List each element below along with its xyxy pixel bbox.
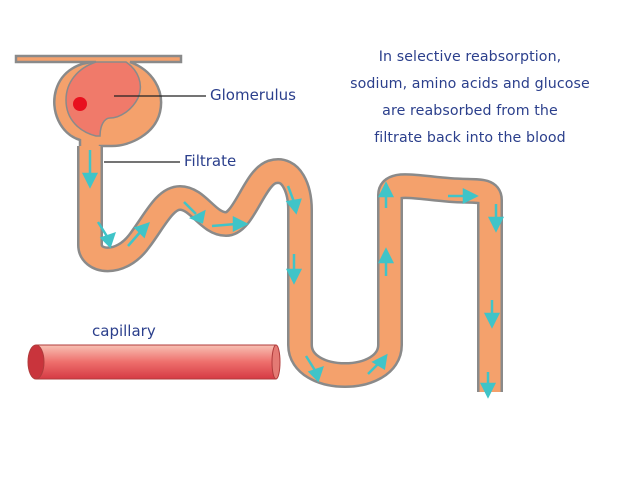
caption-line-1: In selective reabsorption, — [378, 49, 562, 65]
arrow-5 — [211, 215, 249, 233]
arrow-3 — [127, 222, 150, 247]
red-dot — [73, 97, 87, 111]
arrow-1 — [81, 150, 99, 189]
arrow-8 — [304, 355, 324, 383]
bowmans-capsule — [14, 54, 183, 160]
capillary — [27, 344, 281, 380]
glomerulus-knot — [65, 61, 142, 137]
filtrate-label: Filtrate — [184, 152, 237, 170]
caption-line-2: sodium, amino acids and glucose — [350, 76, 590, 92]
arrow-4 — [183, 201, 206, 224]
arrow-12 — [448, 187, 479, 205]
arrow-15 — [479, 372, 497, 399]
tubule — [77, 146, 503, 392]
caption-line-3: are reabsorbed from the — [382, 103, 558, 119]
arrow-2 — [96, 221, 116, 249]
arrow-14 — [483, 300, 501, 329]
arrow-6 — [285, 185, 302, 215]
capillary-label: capillary — [92, 322, 156, 340]
caption-line-4: filtrate back into the blood — [374, 130, 566, 146]
arrow-9 — [367, 353, 388, 375]
flow-arrows — [81, 150, 505, 399]
arrow-13 — [487, 204, 505, 233]
arrow-11 — [377, 181, 395, 208]
arrow-7 — [285, 254, 303, 285]
caption: In selective reabsorption, sodium, amino… — [322, 44, 618, 152]
glomerulus-label: Glomerulus — [210, 86, 296, 104]
arrow-10 — [377, 247, 395, 276]
